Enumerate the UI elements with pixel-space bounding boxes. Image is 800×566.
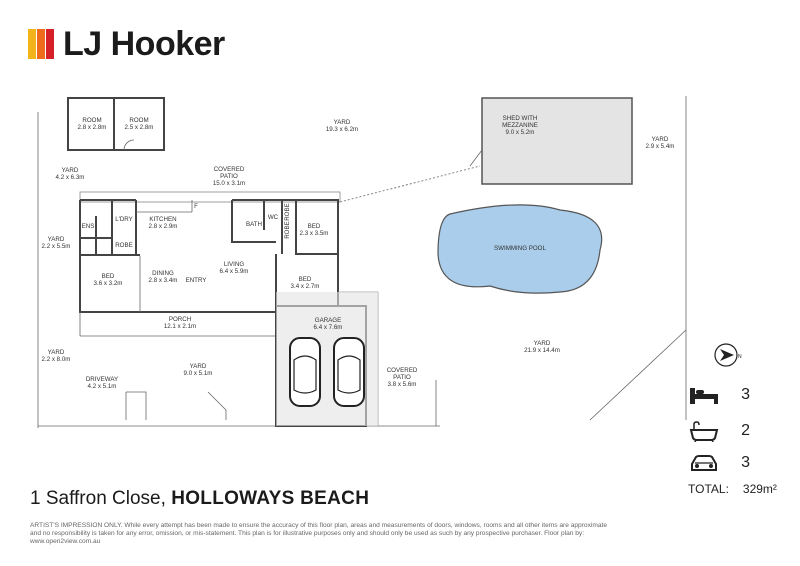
stat-beds: 3	[688, 382, 778, 408]
ldry-label: L'DRY	[115, 216, 133, 223]
boundary-diagonal	[589, 329, 687, 421]
yard-left-top-name: YARD	[62, 167, 79, 174]
entry-label: ENTRY	[186, 277, 207, 284]
pool-label: SWIMMING POOL	[494, 245, 546, 252]
yard-big-size: 21.9 x 14.4m	[524, 347, 560, 354]
front-gate	[207, 391, 227, 420]
stat-cars: 3	[688, 450, 778, 476]
yard-front-name: YARD	[190, 363, 207, 370]
total-label: TOTAL:	[688, 482, 729, 496]
door-swing	[123, 139, 135, 151]
dining-size: 2.8 x 3.4m	[149, 277, 178, 284]
covered-patio-edge	[79, 191, 341, 203]
property-address: 1 Saffron Close, HOLLOWAYS BEACH	[30, 488, 369, 510]
covered-patio-name: COVERED	[214, 166, 245, 173]
room1-name: ROOM	[82, 117, 101, 124]
bed2-name: BED	[299, 276, 312, 283]
car-icon	[691, 455, 717, 471]
address-suburb: HOLLOWAYS BEACH	[171, 488, 370, 509]
covered-patio-name2: PATIO	[220, 173, 238, 180]
swimming-pool-shape	[437, 204, 603, 294]
shed-outline	[481, 97, 633, 185]
logo-stripe-red	[46, 29, 54, 59]
yard-left-bot-size: 2.2 x 8.0m	[42, 356, 71, 363]
total-value: 329m²	[742, 482, 777, 496]
total-area: TOTAL: 329m²	[688, 482, 777, 496]
living-name: LIVING	[224, 261, 244, 268]
driveway-name: DRIVEWAY	[86, 376, 118, 383]
bathtub-icon	[689, 421, 719, 442]
robe3-label: ROBE	[284, 221, 291, 239]
yard-right-name: YARD	[652, 136, 669, 143]
garage-name: GARAGE	[315, 317, 341, 324]
robe2-label: ROBE	[284, 203, 291, 221]
baths-count: 2	[741, 422, 750, 439]
cars-count: 3	[741, 454, 750, 471]
yard-top-name: YARD	[334, 119, 351, 126]
covered-patio2-name: COVERED	[387, 367, 418, 374]
yard-left-mid-name: YARD	[48, 236, 65, 243]
yard-big-name: YARD	[534, 340, 551, 347]
bed2-size: 3.4 x 2.7m	[291, 283, 320, 290]
yard-left-top-size: 4.2 x 6.3m	[56, 174, 85, 181]
brand-logo: LJ Hooker	[28, 24, 225, 64]
disclaimer-text: ARTIST'S IMPRESSION ONLY. While every at…	[30, 522, 608, 546]
shed-name: SHED WITH	[503, 115, 538, 122]
living-size: 6.4 x 5.9m	[220, 268, 249, 275]
kitchen-name: KITCHEN	[149, 216, 176, 223]
room2-size: 2.5 x 2.8m	[125, 124, 154, 131]
yard-left-bot-name: YARD	[48, 349, 65, 356]
beds-count: 3	[741, 386, 750, 403]
covered-patio-size: 15.0 x 3.1m	[213, 180, 245, 187]
bed1-name: BED	[308, 223, 321, 230]
boundary-dashed	[339, 165, 481, 203]
yard-top-size: 19.3 x 6.2m	[326, 126, 358, 133]
house-wall-wet-area	[80, 199, 137, 255]
bed-main-size: 3.6 x 3.2m	[94, 280, 123, 287]
wc-label: WC	[268, 214, 279, 221]
car-icon	[289, 337, 321, 407]
address-street: 1 Saffron Close,	[30, 488, 166, 509]
shed-size: 9.0 x 5.2m	[506, 129, 535, 136]
driveway-gate	[125, 391, 147, 420]
yard-right-size: 2.9 x 5.4m	[646, 143, 675, 150]
stat-baths: 2	[688, 418, 778, 444]
yard-front-size: 9.0 x 5.1m	[184, 370, 213, 377]
bed1-walls	[263, 199, 339, 255]
bed-icon	[690, 388, 718, 404]
bed1-size: 2.3 x 3.5m	[300, 230, 329, 237]
robe1-label: ROBE	[115, 242, 133, 249]
room1-size: 2.8 x 2.8m	[78, 124, 107, 131]
logo-stripe-yellow	[28, 29, 36, 59]
yard-left-mid-size: 2.2 x 5.5m	[42, 243, 71, 250]
back-rooms-outline	[67, 97, 165, 151]
covered-patio2-size: 3.8 x 5.6m	[388, 381, 417, 388]
compass-label: N	[738, 354, 742, 360]
dining-name: DINING	[152, 270, 174, 277]
fridge-mark: F	[194, 203, 198, 210]
kitchen-size: 2.8 x 2.9m	[149, 223, 178, 230]
porch-name: PORCH	[169, 316, 191, 323]
garage-size: 6.4 x 7.6m	[314, 324, 343, 331]
car-icon	[333, 337, 365, 407]
covered-patio2-name2: PATIO	[393, 374, 411, 381]
room2-name: ROOM	[129, 117, 148, 124]
bed-main-name: BED	[102, 273, 115, 280]
compass-icon: N	[714, 343, 742, 367]
driveway-size: 4.2 x 5.1m	[88, 383, 117, 390]
porch-size: 12.1 x 2.1m	[164, 323, 196, 330]
shed-door	[469, 149, 483, 167]
ens-label: ENS	[82, 223, 95, 230]
bath-label: BATH	[246, 221, 262, 228]
ens-robe-walls	[80, 200, 113, 255]
logo-stripe-orange	[37, 29, 45, 59]
brand-name: LJ Hooker	[63, 24, 225, 63]
shed-name2: MEZZANINE	[502, 122, 538, 129]
